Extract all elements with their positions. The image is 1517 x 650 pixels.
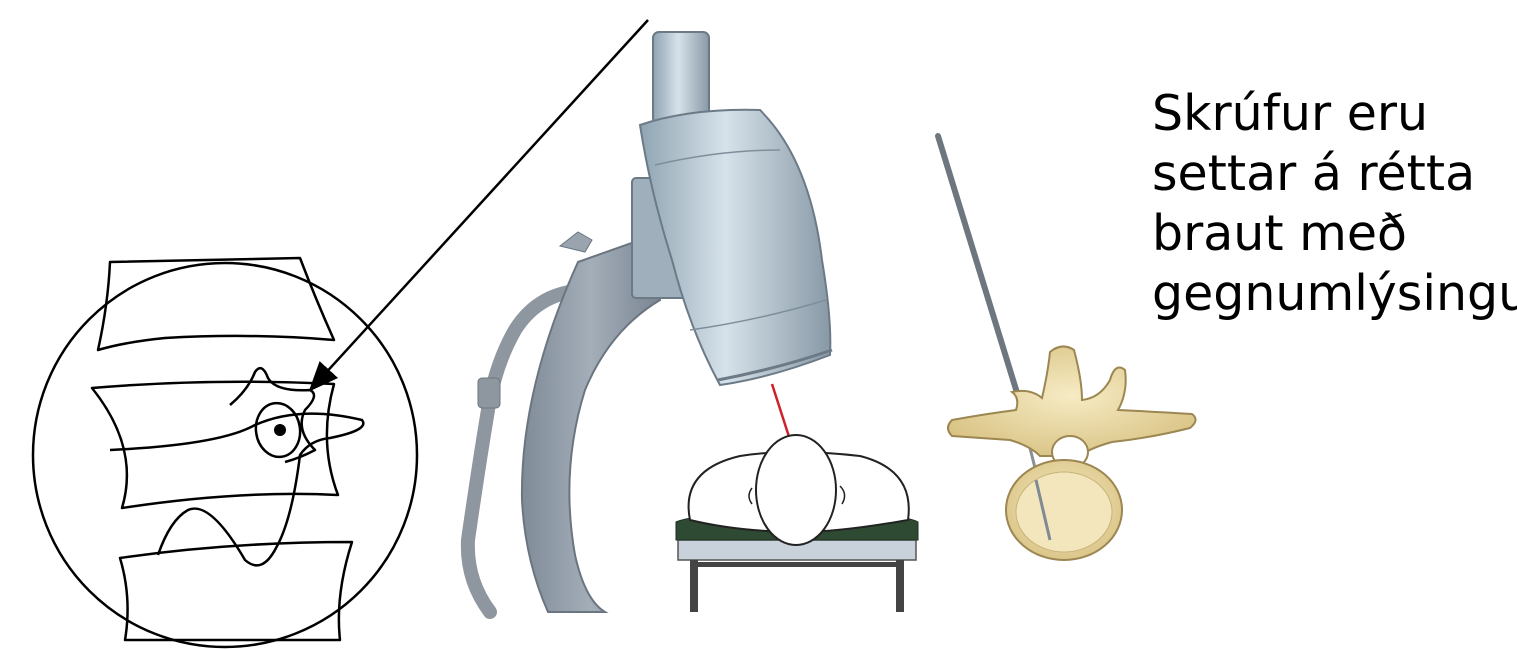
caption-line-1: Skrúfur eru <box>1152 84 1512 144</box>
caption-text: Skrúfur eru settar á rétta braut með geg… <box>1152 84 1512 324</box>
caption-line-4: gegnumlýsingu <box>1152 264 1512 324</box>
fluoroscopy-view-icon <box>33 258 417 647</box>
patient-icon <box>676 435 918 612</box>
caption-line-3: braut með <box>1152 204 1512 264</box>
caption-line-2: settar á rétta <box>1152 144 1512 204</box>
